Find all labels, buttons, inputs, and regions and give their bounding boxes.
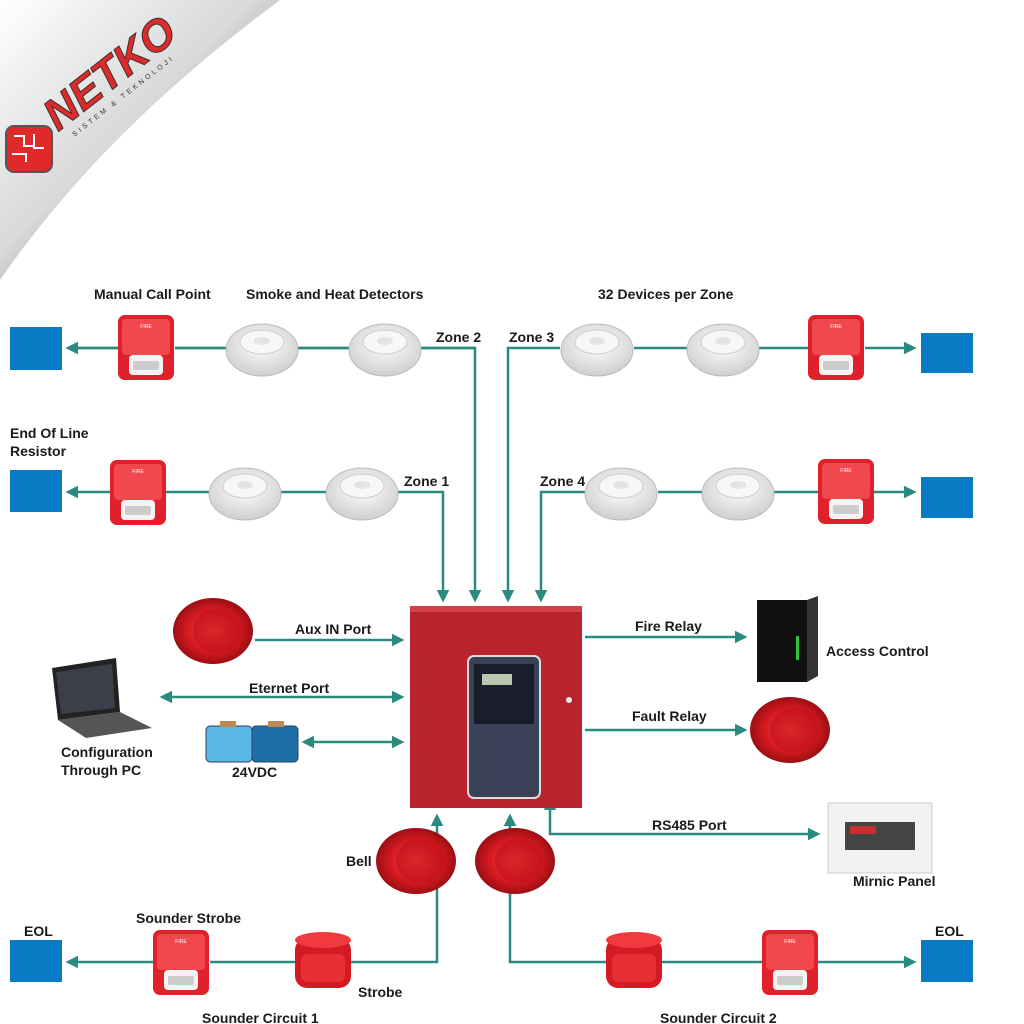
netko-logo: NETKO SISTEM & TEKNOLOJI [0,0,280,280]
bell-sounder [376,828,456,894]
label-config-2: Through PC [61,762,141,778]
aux-sounder [173,598,253,664]
manual-call-point [818,459,874,524]
label-eol-resistor: End Of Line [10,425,89,441]
manual-call-point [118,315,174,380]
label-battery: 24VDC [232,764,277,780]
label-zone1: Zone 1 [404,473,449,489]
zone4-drop [534,490,585,603]
label-config: Configuration [61,744,153,760]
smoke-detector [584,467,658,521]
strobe [295,932,351,988]
label-zone4: Zone 4 [540,473,585,489]
label-strobe: Strobe [358,984,403,1000]
eol-resistor [10,470,62,512]
sounder [475,828,555,894]
laptop-icon [52,658,152,738]
eol-resistor [921,940,973,982]
manual-call-point [808,315,864,380]
label-bell: Bell [346,853,372,869]
rs485-arrow [543,797,821,841]
eol-resistor [10,940,62,982]
label-smoke-heat: Smoke and Heat Detectors [246,286,424,302]
label-rs485: RS485 Port [652,817,727,833]
label-zone2: Zone 2 [436,329,481,345]
eol-resistor [921,333,973,373]
mimic-panel-icon [827,802,933,874]
smoke-detector [325,467,399,521]
page-curl [0,0,280,280]
sounder-strobe [153,930,209,995]
connections [68,346,917,969]
label-eol-right: EOL [935,923,964,939]
manual-call-point [110,460,166,525]
label-sounder-strobe: Sounder Strobe [136,910,241,926]
smoke-detector [348,323,422,377]
label-access-control: Access Control [826,643,929,659]
zone2-drop [422,346,482,603]
heat-detector [686,323,760,377]
sounder-strobe [762,930,818,995]
zone1-drop [398,490,450,603]
chip-icon [5,125,53,173]
eol-resistor [10,327,62,370]
heat-detector [208,467,282,521]
label-fault-relay: Fault Relay [632,708,707,724]
smoke-detector [560,323,634,377]
access-control-server-icon [757,596,818,682]
label-zone3: Zone 3 [509,329,554,345]
label-sounder-circuit-2: Sounder Circuit 2 [660,1010,777,1024]
heat-detector [701,467,775,521]
label-aux-in: Aux IN Port [295,621,372,637]
label-mimic-panel: Mirnic Panel [853,873,935,889]
label-eol-resistor-2: Resistor [10,443,67,459]
fault-sounder [750,697,830,763]
eol-resistor [921,477,973,518]
label-ethernet: Eternet Port [249,680,329,696]
label-manual-call-point: Manual Call Point [94,286,211,302]
heat-detector [225,323,299,377]
zone3-drop [501,346,560,603]
battery-icon [205,721,299,763]
label-eol-left: EOL [24,923,53,939]
fire-alarm-control-panel [410,606,582,808]
label-devices-per-zone: 32 Devices per Zone [598,286,734,302]
label-fire-relay: Fire Relay [635,618,702,634]
label-sounder-circuit-1: Sounder Circuit 1 [202,1010,319,1024]
strobe [606,932,662,988]
